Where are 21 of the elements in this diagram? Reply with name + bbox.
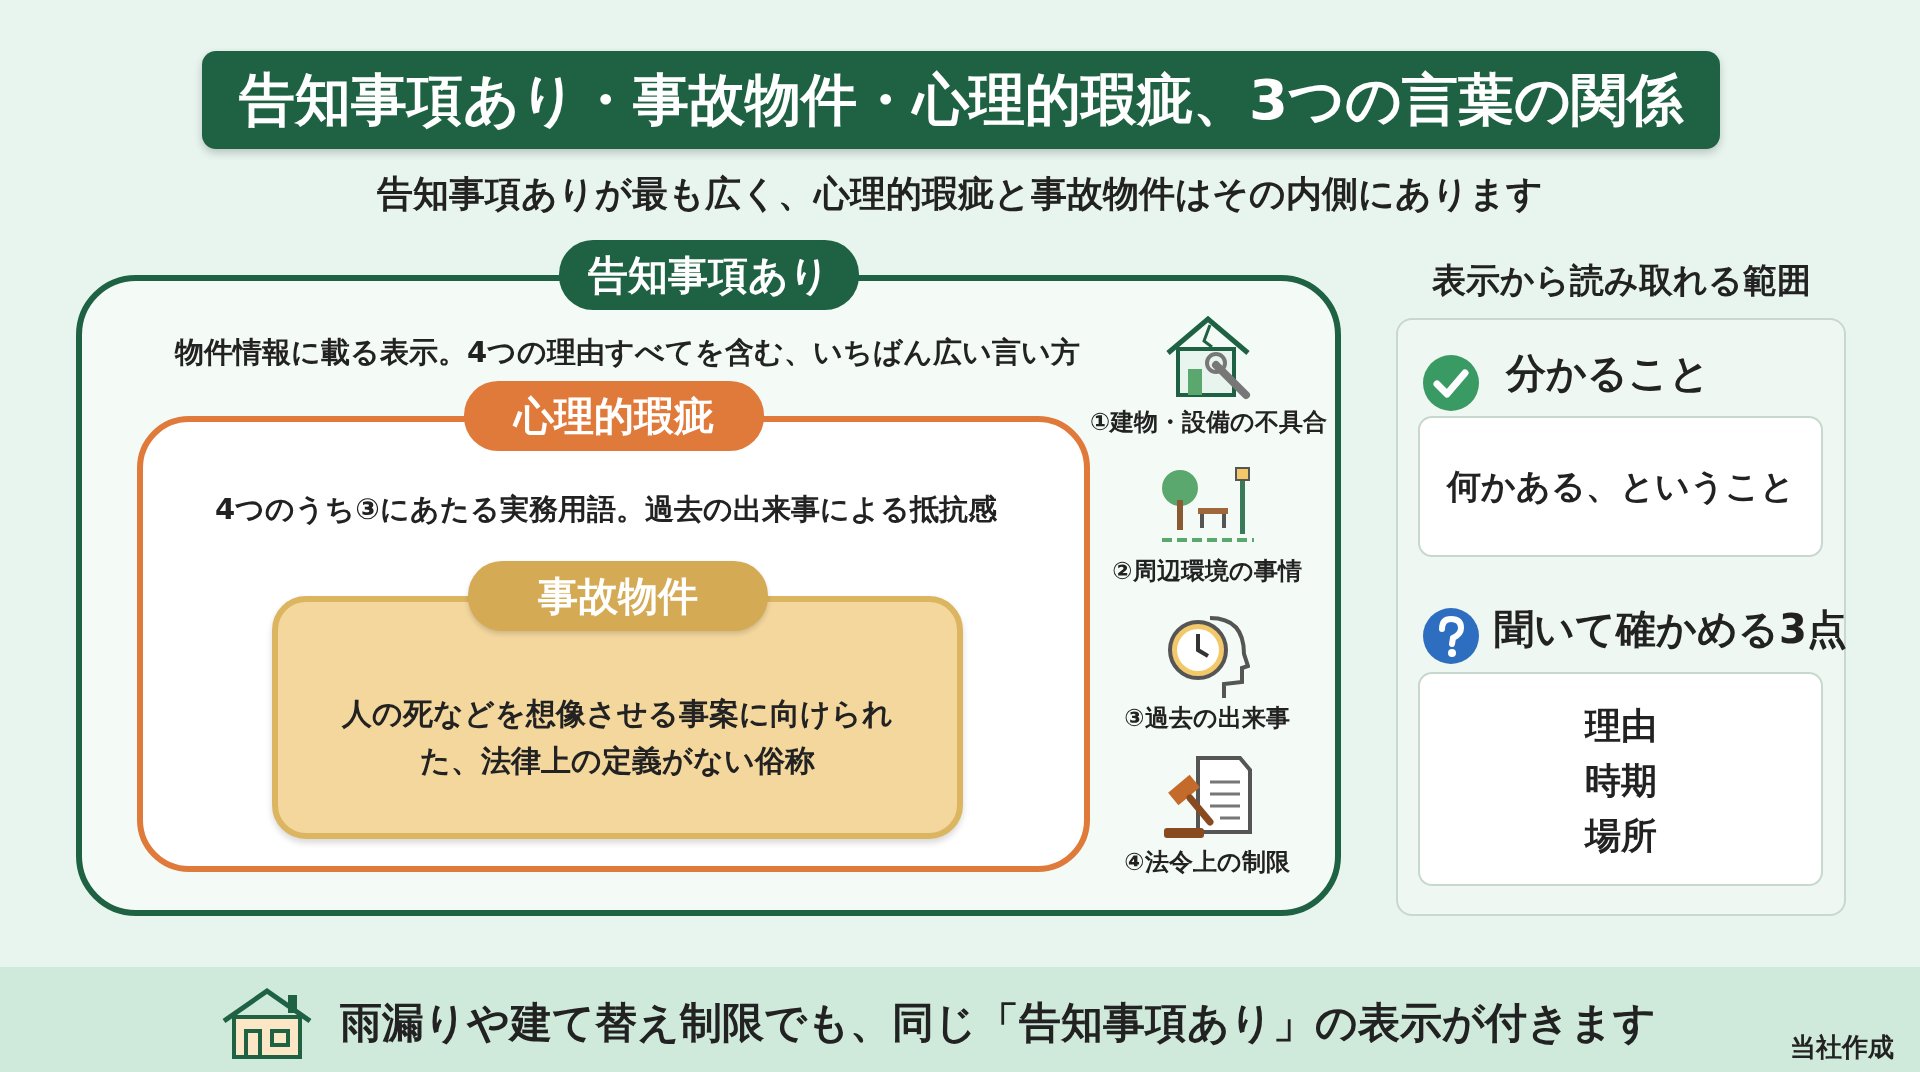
panel-heading: 表示から読み取れる範囲: [1430, 259, 1812, 302]
heading-tab: 告知事項あり: [558, 240, 859, 310]
card-heading: 分かること: [1506, 349, 1710, 398]
icon-caption: ②周辺環境の事情: [1111, 556, 1303, 587]
credit-text: 当社作成: [1790, 1031, 1894, 1064]
list-item: 時期: [1583, 759, 1658, 803]
list-item: 理由: [1583, 704, 1658, 748]
footer-text: 雨漏りや建て替え制限でも、同じ「告知事項あり」の表示が付きます: [340, 997, 1656, 1049]
subtitle-text: 告知事項ありが最も広く、心理的瑕疵と事故物件はその内側にあります: [376, 172, 1544, 216]
description-text: 人の死などを想像させる事案に向けられた、法律上の定義がない俗称: [340, 695, 894, 780]
bottom-band: [0, 967, 1920, 1072]
heading-tab: 事故物件: [467, 561, 768, 631]
card-heading: 聞いて確かめる3点: [1494, 605, 1847, 654]
heading-tab: 心理的瑕疵: [463, 381, 764, 451]
icon-caption: ③過去の出来事: [1123, 703, 1291, 734]
list-item: 場所: [1583, 814, 1658, 858]
description-text: 4つのうち③にあたる実務用語。過去の出来事による抵抗感: [215, 491, 997, 528]
description-text: 物件情報に載る表示。4つの理由すべてを含む、いちばん広い言い方: [175, 334, 1081, 371]
icon-caption: ④法令上の制限: [1123, 847, 1291, 878]
card-text: 何かある、ということ: [1445, 465, 1796, 508]
title-banner: 告知事項あり・事故物件・心理的瑕疵、3つの言葉の関係: [202, 51, 1720, 149]
